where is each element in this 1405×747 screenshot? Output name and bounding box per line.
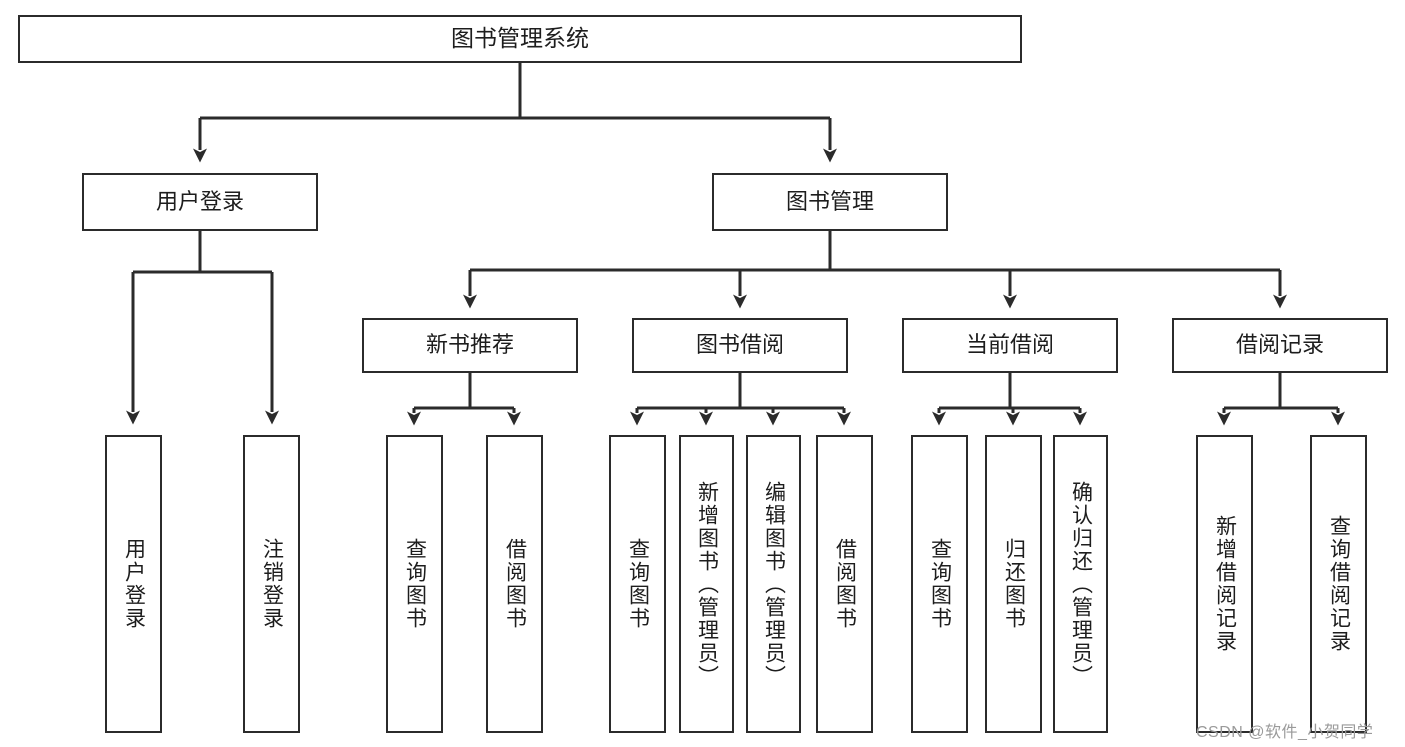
node-current-borrow-label: 当前借阅 (965, 332, 1054, 358)
leaf-edit-book-admin[interactable]: 编辑图书（管理员） (746, 435, 801, 733)
leaf-query-borrow-record[interactable]: 查询借阅记录 (1310, 435, 1367, 733)
leaf-add-book-admin[interactable]: 新增图书（管理员） (679, 435, 734, 733)
leaf-query-book-borrow-label: 查询图书 (626, 538, 650, 630)
leaf-edit-book-admin-label: 编辑图书（管理员） (762, 480, 786, 688)
leaf-borrow-book[interactable]: 借阅图书 (816, 435, 873, 733)
node-user-login[interactable]: 用户登录 (82, 173, 318, 231)
node-root[interactable]: 图书管理系统 (18, 15, 1022, 63)
leaf-user-login[interactable]: 用户登录 (105, 435, 162, 733)
leaf-add-borrow-record-label: 新增借阅记录 (1213, 515, 1237, 653)
leaf-add-borrow-record[interactable]: 新增借阅记录 (1196, 435, 1253, 733)
leaf-borrow-book-label: 借阅图书 (833, 538, 857, 630)
node-book-management[interactable]: 图书管理 (712, 173, 948, 231)
leaf-return-book-label: 归还图书 (1002, 538, 1026, 630)
leaf-query-book-new[interactable]: 查询图书 (386, 435, 443, 733)
leaf-confirm-return-admin[interactable]: 确认归还（管理员） (1053, 435, 1108, 733)
leaf-return-book[interactable]: 归还图书 (985, 435, 1042, 733)
leaf-logout-label: 注销登录 (260, 538, 284, 630)
node-book-borrow-label: 图书借阅 (695, 332, 784, 358)
node-borrow-record-label: 借阅记录 (1235, 332, 1324, 358)
node-user-login-label: 用户登录 (155, 188, 244, 214)
leaf-query-borrow-record-label: 查询借阅记录 (1327, 515, 1351, 653)
node-root-label: 图书管理系统 (451, 25, 589, 52)
leaf-query-book-current-label: 查询图书 (928, 538, 952, 630)
node-borrow-record[interactable]: 借阅记录 (1172, 318, 1388, 373)
leaf-add-book-admin-label: 新增图书（管理员） (695, 480, 719, 688)
leaf-user-login-label: 用户登录 (122, 538, 146, 630)
leaf-query-book-borrow[interactable]: 查询图书 (609, 435, 666, 733)
leaf-logout[interactable]: 注销登录 (243, 435, 300, 733)
node-book-borrow[interactable]: 图书借阅 (632, 318, 848, 373)
leaf-borrow-book-new-label: 借阅图书 (503, 538, 527, 630)
leaf-query-book-new-label: 查询图书 (403, 538, 427, 630)
leaf-query-book-current[interactable]: 查询图书 (911, 435, 968, 733)
node-current-borrow[interactable]: 当前借阅 (902, 318, 1118, 373)
leaf-confirm-return-admin-label: 确认归还（管理员） (1069, 480, 1093, 688)
node-new-book-recommend-label: 新书推荐 (425, 332, 514, 358)
csdn-watermark: CSDN @软件_小贺同学 (1196, 724, 1374, 741)
node-new-book-recommend[interactable]: 新书推荐 (362, 318, 578, 373)
leaf-borrow-book-new[interactable]: 借阅图书 (486, 435, 543, 733)
node-book-management-label: 图书管理 (785, 188, 874, 214)
